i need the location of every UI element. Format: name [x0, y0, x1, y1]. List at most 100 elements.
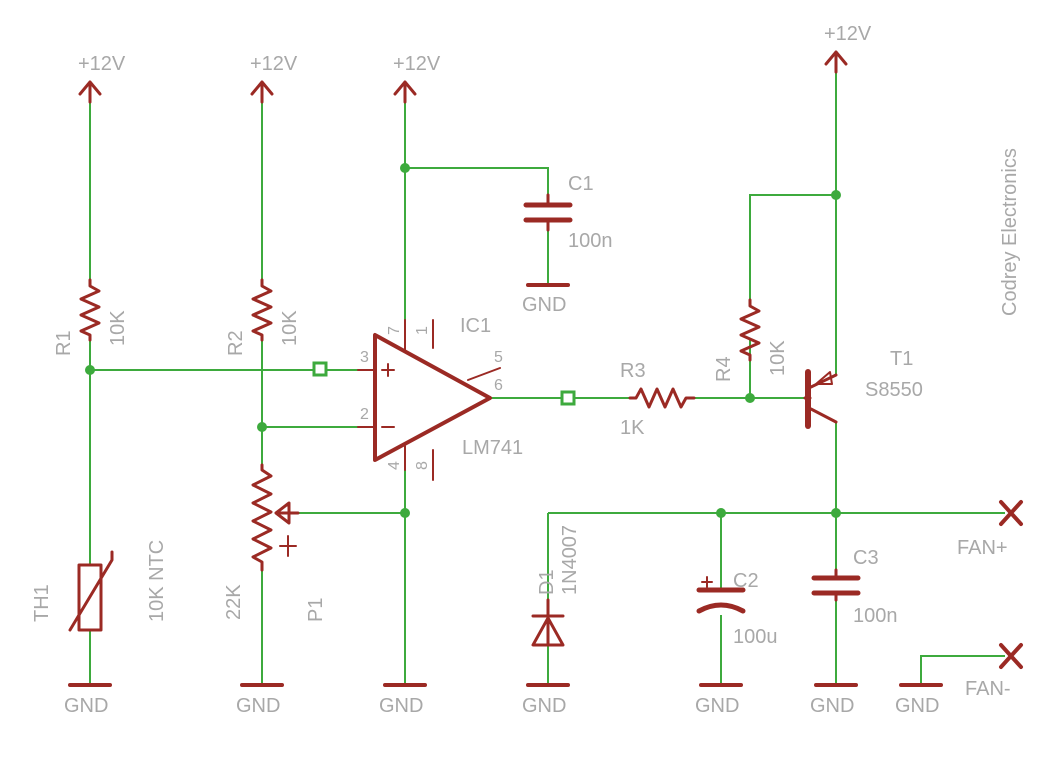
thermistor-th1: TH1 10K NTC	[31, 540, 168, 632]
supply-arrow-icon	[250, 80, 274, 104]
junction-dot	[831, 190, 841, 200]
p1-name: P1	[305, 598, 327, 622]
adjust-mark-icon	[279, 535, 297, 557]
ic1-name: IC1	[460, 315, 491, 337]
r4-name: R4	[713, 356, 735, 382]
r3-name: R3	[620, 360, 646, 382]
connector-fan-minus: FAN-	[965, 643, 1023, 700]
r4-value: 10K	[767, 340, 789, 376]
wiper-arrow-icon	[274, 501, 300, 525]
supply-arrow-icon	[824, 50, 848, 74]
capacitor-c2: C2 100u	[696, 570, 778, 648]
pin-4: 4	[386, 461, 403, 470]
supply-label: +12V	[393, 53, 441, 75]
pin-2: 2	[360, 406, 369, 423]
resistor-icon	[251, 278, 273, 342]
th1-value: 10K NTC	[146, 540, 168, 622]
pin-8: 8	[414, 461, 431, 470]
supply-arrow-icon	[393, 80, 417, 104]
resistor-r1: R1 10K	[53, 278, 129, 356]
emitter-arrow-icon	[815, 371, 833, 385]
t1-name: T1	[890, 348, 913, 370]
c2-name: C2	[733, 570, 759, 592]
cross-icon	[999, 643, 1023, 669]
c3-value: 100n	[853, 605, 898, 627]
wires	[89, 70, 1005, 685]
potentiometer-p1: 22K P1	[223, 463, 327, 622]
ground-label: GND	[895, 695, 939, 717]
junctions	[85, 163, 841, 518]
r1-value: 10K	[107, 310, 129, 346]
ic1-value: LM741	[462, 437, 523, 459]
capacitor-c3: C3 100n	[811, 547, 898, 627]
test-point-icon	[312, 361, 328, 377]
pin-7: 7	[386, 326, 403, 335]
ground-label: GND	[810, 695, 854, 717]
supply-symbols	[78, 50, 848, 104]
junction-dot	[745, 393, 755, 403]
ground-label: GND	[64, 695, 108, 717]
t1-value: S8550	[865, 379, 923, 401]
junction-dot	[85, 365, 95, 375]
pin-5: 5	[494, 349, 503, 366]
resistor-r4: R4 10K	[713, 298, 789, 382]
supply-label: +12V	[250, 53, 298, 75]
c2-value: 100u	[733, 626, 778, 648]
connector-fan-plus: FAN+	[957, 500, 1023, 559]
ground-labels: GND GND GND GND GND GND GND GND	[64, 294, 939, 717]
r1-name: R1	[53, 330, 75, 356]
junction-dot	[400, 508, 410, 518]
transistor-t1: T1 S8550	[803, 348, 923, 429]
junction-dot	[400, 163, 410, 173]
brand-label: Codrey Electronics	[999, 148, 1021, 316]
capacitor-icon	[523, 202, 573, 223]
pin-3: 3	[360, 349, 369, 366]
junction-dot	[716, 508, 726, 518]
supply-label: +12V	[824, 23, 872, 45]
capacitor-c1: C1 100n	[523, 173, 613, 252]
fan-minus-label: FAN-	[965, 678, 1011, 700]
resistor-icon	[79, 278, 101, 342]
thermistor-slash-icon	[68, 550, 114, 632]
r3-value: 1K	[620, 417, 645, 439]
p1-value: 22K	[223, 584, 245, 620]
opamp-triangle-icon	[373, 333, 492, 462]
pin-6: 6	[494, 377, 503, 394]
test-point-icon	[560, 390, 576, 406]
capacitor-curved-plate-icon	[696, 602, 746, 614]
r2-name: R2	[225, 330, 247, 356]
test-points	[312, 361, 576, 406]
supply-label: +12V	[78, 53, 126, 75]
d1-value: 1N4007	[559, 525, 581, 595]
r2-value: 10K	[279, 310, 301, 346]
capacitor-icon	[811, 575, 861, 596]
cross-icon	[999, 500, 1023, 526]
ground-label: GND	[379, 695, 423, 717]
ground-label: GND	[695, 695, 739, 717]
supply-arrow-icon	[78, 80, 102, 104]
ground-label: GND	[522, 294, 566, 316]
resistor-icon	[739, 298, 761, 362]
thermistor-icon	[77, 563, 103, 632]
junction-dot	[831, 508, 841, 518]
plus-sign-icon	[381, 363, 395, 377]
resistor-r3: R3 1K	[620, 360, 696, 439]
diode-d1: D1 1N4007	[531, 525, 581, 647]
ground-label: GND	[236, 695, 280, 717]
resistor-icon	[628, 387, 696, 409]
potentiometer-icon	[251, 463, 273, 572]
ground-label: GND	[522, 695, 566, 717]
diode-icon	[531, 598, 565, 647]
supply-labels: +12V +12V +12V +12V	[78, 23, 872, 75]
junction-dot	[257, 422, 267, 432]
th1-name: TH1	[31, 584, 53, 622]
resistor-r2: R2 10K	[225, 278, 301, 356]
ground-symbols	[68, 283, 943, 687]
c3-name: C3	[853, 547, 879, 569]
pin-1: 1	[414, 326, 431, 335]
c1-name: C1	[568, 173, 594, 195]
c1-value: 100n	[568, 230, 613, 252]
opamp-ic1: IC1 LM741 7 1 5 3 6 2 4 8	[357, 315, 523, 481]
d1-name: D1	[536, 569, 558, 595]
